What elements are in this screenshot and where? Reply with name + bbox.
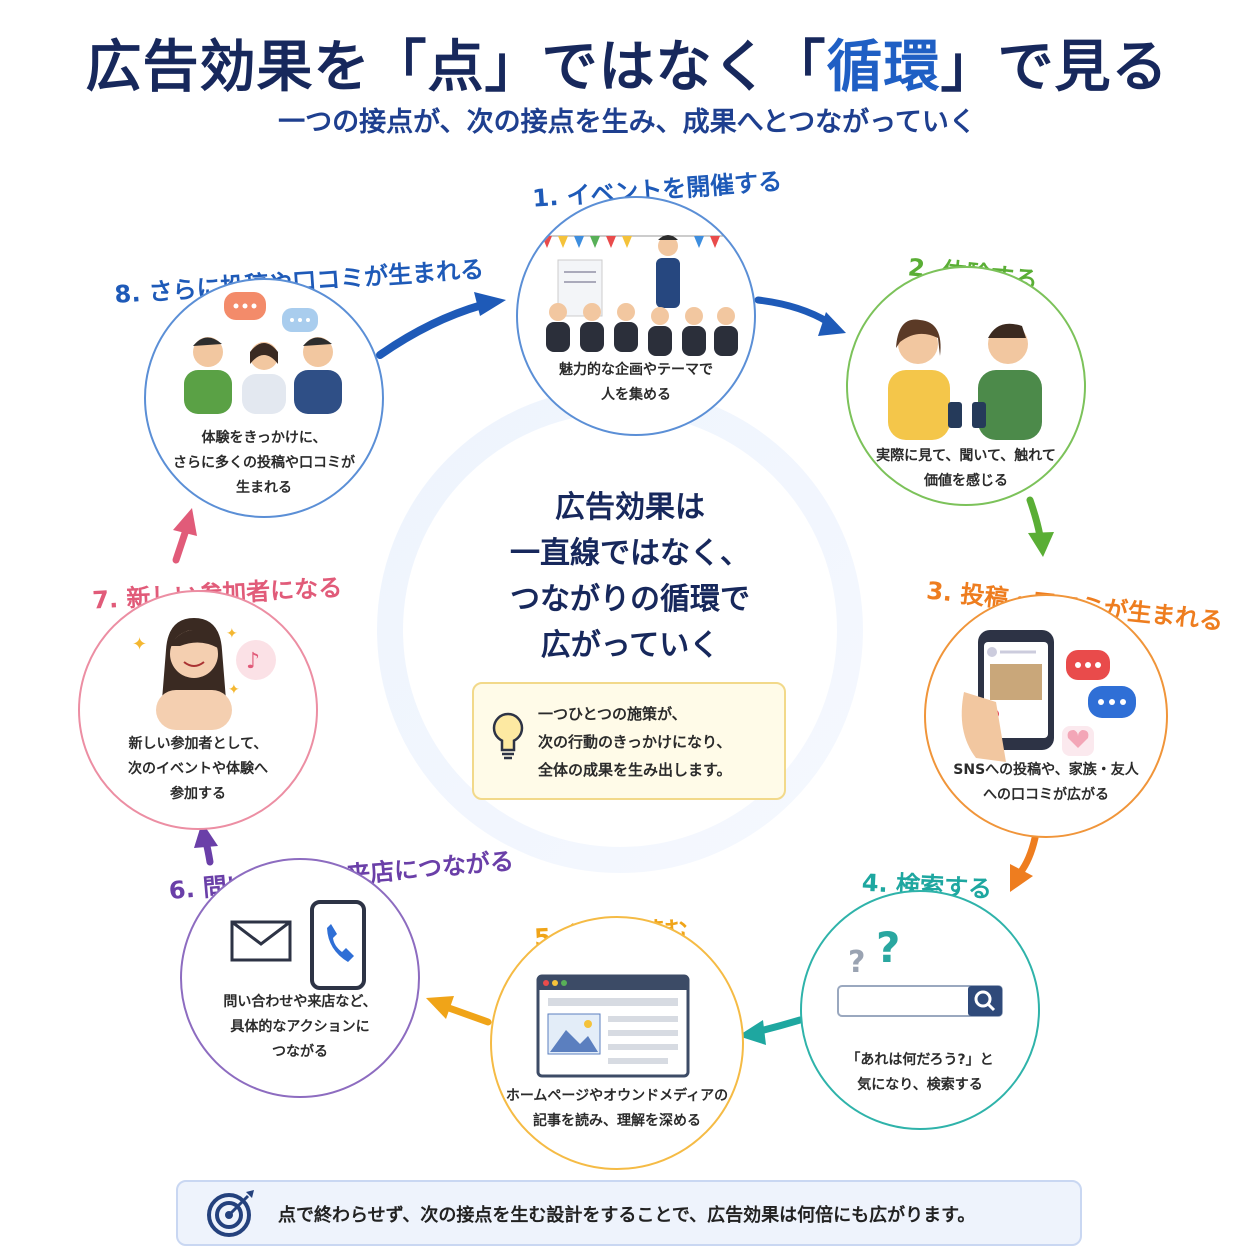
- svg-text:✦: ✦: [226, 626, 238, 642]
- step-circle-2: 実際に見て、聞いて、触れて価値を感じる: [846, 266, 1086, 506]
- step-caption-7: 新しい参加者として、次のイベントや体験へ参加する: [128, 736, 268, 802]
- svg-text:?: ?: [848, 945, 865, 980]
- tip-text: 一つひとつの施策が、次の行動のきっかけになり、全体の成果を生み出します。: [538, 705, 732, 779]
- step-caption-1: 魅力的な企画やテーマで人を集める: [559, 362, 713, 403]
- search-icon: [974, 990, 992, 1008]
- arrow-8-to-1: [376, 292, 506, 359]
- sns-phone-illustration: [961, 630, 1136, 762]
- footer-text: 点で終わらせず、次の接点を生む設計をすることで、広告効果は何倍にも広がります。: [278, 1205, 976, 1226]
- step-circle-3: SNSへの投稿や、家族・友人への口コミが広がる: [924, 594, 1168, 838]
- contact-illustration: [230, 900, 366, 990]
- step-caption-3: SNSへの投稿や、家族・友人への口コミが広がる: [953, 762, 1139, 803]
- target-icon: [207, 1190, 254, 1237]
- svg-text:✦: ✦: [228, 682, 240, 698]
- phone-icon: [310, 900, 366, 990]
- new-participant-illustration: ✦ ✦ ✦ ♪: [132, 618, 276, 730]
- page-title: 広告効果を「点」ではなく「循環」で見る: [85, 35, 1169, 100]
- arrow-1-to-2: [754, 296, 846, 336]
- step-caption-2: 実際に見て、聞いて、触れて価値を感じる: [876, 448, 1056, 489]
- page-subtitle: 一つの接点が、次の接点を生み、成果へとつながっていく: [278, 107, 976, 138]
- step-circle-7: ✦ ✦ ✦ ♪ 新しい参加者として、次のイベントや体験へ参加する: [78, 590, 318, 830]
- tip-box: 一つひとつの施策が、次の行動のきっかけになり、全体の成果を生み出します。: [472, 682, 786, 800]
- article-illustration: [536, 974, 690, 1078]
- svg-text:?: ?: [876, 923, 900, 972]
- step-caption-6: 問い合わせや来店など、具体的なアクションにつながる: [223, 994, 377, 1060]
- arrow-4-to-5: [738, 1016, 804, 1045]
- word-of-mouth-illustration: [184, 292, 342, 414]
- step-circle-5: ホームページやオウンドメディアの記事を読み、理解を深める: [490, 916, 744, 1170]
- step-caption-5: ホームページやオウンドメディアの記事を読み、理解を深める: [505, 1088, 729, 1129]
- svg-text:♪: ♪: [246, 649, 260, 674]
- arrow-7-to-8: [172, 508, 197, 564]
- experience-illustration: [888, 319, 1042, 440]
- arrow-3-to-4: [1010, 834, 1039, 892]
- step-circle-8: 体験をきっかけに、さらに多くの投稿や口コミが生まれる: [144, 278, 384, 518]
- center-message: 広告効果は 一直線ではなく、 つながりの循環で 広がっていく: [510, 490, 750, 663]
- step-caption-8: 体験をきっかけに、さらに多くの投稿や口コミが生まれる: [173, 430, 355, 496]
- svg-text:✦: ✦: [132, 634, 147, 655]
- arrow-5-to-6: [426, 996, 492, 1026]
- arrow-2-to-3: [1026, 496, 1054, 557]
- step-circle-6: 問い合わせや来店など、具体的なアクションにつながる: [180, 858, 420, 1098]
- lightbulb-icon: [492, 712, 524, 760]
- step-circle-1: 魅力的な企画やテーマで人を集める: [516, 196, 756, 436]
- event-illustration: [538, 235, 738, 356]
- footer-banner: 点で終わらせず、次の接点を生む設計をすることで、広告効果は何倍にも広がります。: [176, 1180, 1082, 1246]
- search-illustration: ? ?: [837, 923, 1003, 1017]
- music-icon: [236, 640, 276, 680]
- step-caption-4: 「あれは何だろう?」と気になり、検索する: [846, 1052, 994, 1093]
- step-circle-4: ? ? 「あれは何だろう?」と気になり、検索する: [800, 890, 1040, 1130]
